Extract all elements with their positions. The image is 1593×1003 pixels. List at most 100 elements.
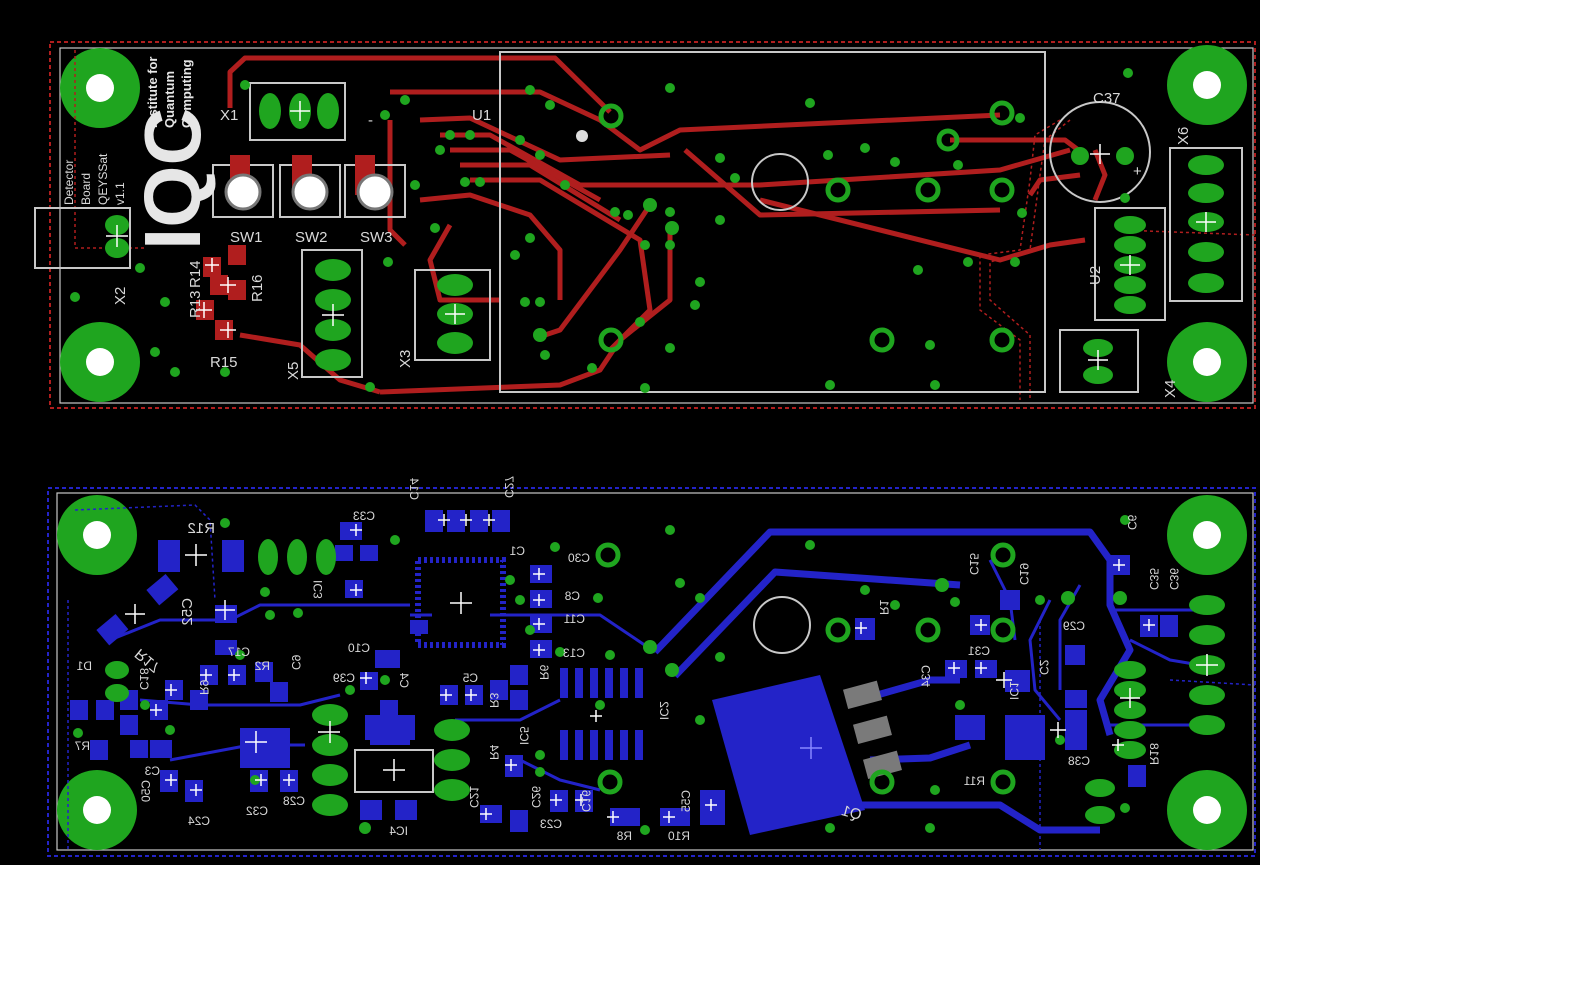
- label-q1: Q1: [840, 802, 864, 824]
- bottom-origin-marks: [125, 514, 1218, 823]
- bottom-copper-pour: [67, 504, 1256, 850]
- label-c36: C36: [1167, 568, 1181, 590]
- label-c30: C30: [568, 551, 590, 565]
- label-c33: C33: [353, 509, 375, 523]
- logo-tagline-2: Quantum: [162, 71, 177, 128]
- board-info: Detector Board QEYSSat v1.1: [62, 153, 127, 205]
- label-r6: R6: [537, 664, 551, 680]
- top-origin-marks: [106, 101, 1216, 370]
- label-c37: C37: [1093, 90, 1121, 107]
- label-c50: C50: [139, 780, 153, 802]
- label-c13: C13: [563, 646, 585, 660]
- label-c23: C23: [540, 817, 562, 831]
- ic2-pads: [560, 668, 643, 760]
- label-x3: X3: [397, 350, 414, 368]
- label-sw1: SW1: [230, 229, 263, 246]
- top-board-edge: [59, 47, 1254, 404]
- label-c2: C2: [1037, 659, 1051, 675]
- top-smd-pads: [196, 155, 375, 340]
- label-x4: X4: [1162, 380, 1179, 398]
- label-x6: X6: [1175, 127, 1192, 145]
- label-r7: R7: [74, 739, 90, 753]
- label-c31: C31: [968, 644, 990, 658]
- top-small-vias: [70, 68, 1133, 393]
- label-c18: C18: [137, 668, 151, 690]
- label-r3: R3: [487, 692, 501, 708]
- bottom-board-edge: [56, 492, 1254, 851]
- label-r12: R12: [187, 520, 215, 537]
- bottom-board-outline: [47, 487, 1256, 857]
- label-c52: C52: [179, 598, 196, 626]
- label-d1: D1: [76, 659, 92, 673]
- label-r4: R4: [487, 744, 501, 760]
- label-sw3: SW3: [360, 229, 393, 246]
- mounting-holes-top: [60, 45, 1247, 402]
- logo-tagline-3: Computing: [179, 59, 194, 128]
- label-c32: C32: [246, 804, 268, 818]
- label-r8: R8: [616, 829, 632, 843]
- board-info-1: Detector: [62, 160, 76, 205]
- top-large-vias: [598, 100, 1015, 353]
- label-u2: U2: [1087, 266, 1104, 285]
- label-ic3: IC3: [311, 580, 325, 599]
- label-c34: C34: [919, 665, 933, 687]
- label-r10: R10: [668, 829, 690, 843]
- top-board-outline: [49, 41, 1256, 409]
- label-sw2: SW2: [295, 229, 328, 246]
- label-c27: C27: [502, 476, 516, 498]
- label-c4: C4: [397, 672, 411, 688]
- label-r16: R16: [249, 274, 266, 302]
- label-r18: R18: [1147, 743, 1161, 765]
- label-c11: C11: [564, 612, 585, 626]
- label-c39: C39: [333, 671, 355, 685]
- label-c6: C6: [1125, 514, 1139, 530]
- label-minus: -: [368, 112, 373, 129]
- label-r15: R15: [210, 354, 238, 371]
- top-labels: X1 X2 X3 X4 X5 X6 U1 U2 C37 SW1 SW2 SW3 …: [112, 90, 1192, 398]
- bottom-labels: R12 R17 C52 C17 R2 C9 D1 C18 R9 R7 C3 C5…: [74, 476, 1181, 843]
- bottom-small-vias: [73, 515, 1130, 835]
- top-silkscreen: [34, 51, 1243, 393]
- top-board: IQC Institute for Quantum Computing Dete…: [34, 41, 1256, 409]
- label-c10: C10: [348, 641, 370, 655]
- board-info-4: v1.1: [113, 182, 127, 205]
- label-c1: C1: [509, 544, 525, 558]
- logo-text: IQC: [128, 108, 217, 250]
- label-x5: X5: [285, 362, 302, 380]
- label-c9: C9: [289, 654, 303, 670]
- top-copper-pour: [74, 50, 1256, 400]
- q1-package: [712, 675, 902, 835]
- label-ic1-bottom: IC1: [1007, 681, 1021, 700]
- label-c19: C19: [1017, 563, 1031, 585]
- bottom-board: R12 R17 C52 C17 R2 C9 D1 C18 R9 R7 C3 C5…: [47, 476, 1256, 857]
- label-c5: C5: [462, 671, 478, 685]
- label-u1: U1: [472, 107, 491, 124]
- label-c38: C38: [1068, 754, 1090, 768]
- label-c16: C16: [579, 790, 593, 812]
- label-r11: R11: [964, 774, 985, 788]
- label-ic5: IC5: [517, 726, 531, 745]
- label-r9: R9: [197, 679, 211, 695]
- label-r13: R13: [187, 290, 204, 318]
- label-c21: C21: [467, 786, 481, 808]
- ic1-package: [415, 557, 506, 648]
- label-ic2: IC2: [657, 701, 671, 720]
- label-r1: R1: [877, 599, 891, 615]
- label-r14: R14: [187, 260, 204, 288]
- label-ic4: IC4: [389, 824, 408, 838]
- label-c28: C28: [283, 794, 305, 808]
- mounting-holes-bottom: [57, 495, 1247, 850]
- bottom-large-vias: [595, 542, 1016, 795]
- label-c15: C15: [967, 553, 981, 575]
- logo-tagline-1: Institute for: [145, 57, 160, 129]
- label-x2: X2: [112, 287, 129, 305]
- label-plus: +: [1133, 163, 1142, 180]
- label-c26: C26: [529, 786, 543, 808]
- label-c55: C55: [679, 790, 693, 812]
- label-r2: R2: [254, 659, 270, 673]
- label-x1: X1: [220, 107, 238, 124]
- label-c29: C29: [1063, 619, 1085, 633]
- label-c8: C8: [564, 589, 580, 603]
- label-c24: C24: [188, 814, 210, 828]
